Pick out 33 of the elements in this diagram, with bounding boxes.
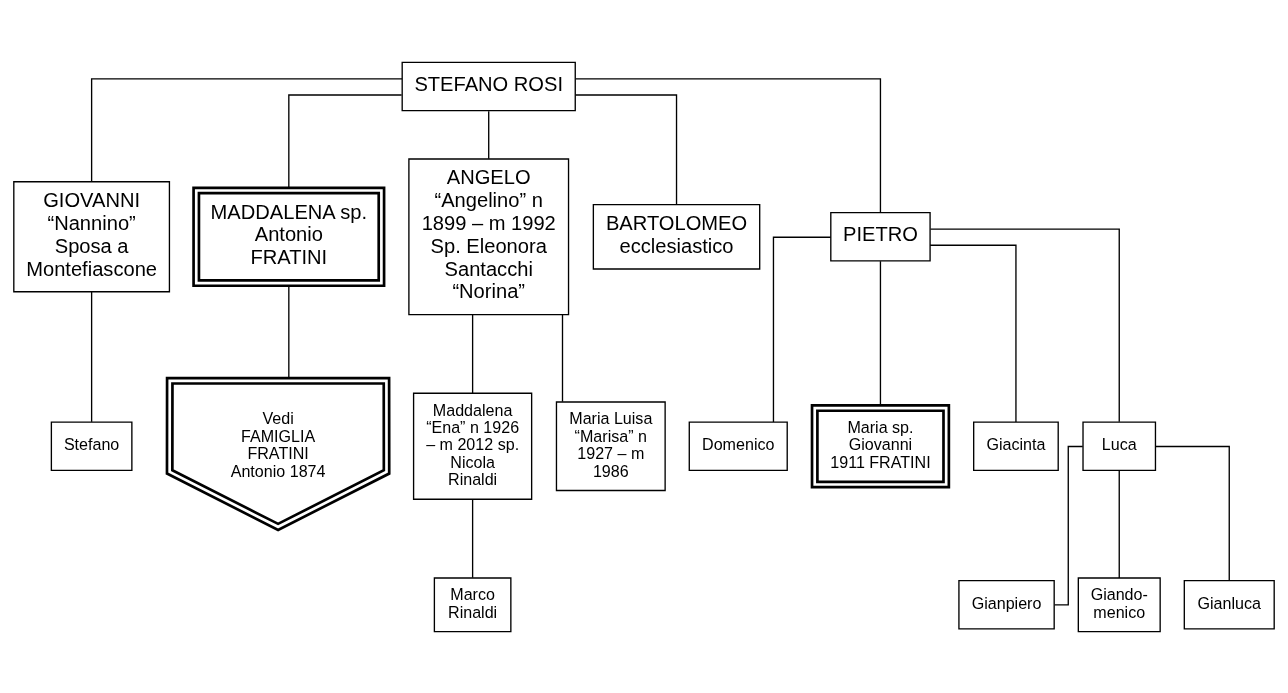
node-box: Maria Luisa “Marisa” n 1927 – m 1986 xyxy=(555,400,666,491)
node-box: Stefano xyxy=(50,420,133,471)
connector xyxy=(471,313,474,394)
node-box: Maria sp. Giovanni 1911 FRATINI xyxy=(810,403,951,489)
connector xyxy=(772,236,832,423)
node-box: Marco Rinaldi xyxy=(433,576,512,632)
connector xyxy=(1118,469,1120,579)
node-box: Maddalena “Ena” n 1926 – m 2012 sp. Nicola Rinaldi xyxy=(412,392,533,500)
connector xyxy=(574,93,678,205)
connector xyxy=(471,498,474,578)
connector xyxy=(90,77,403,182)
node-box: Luca xyxy=(1082,420,1157,471)
connector xyxy=(90,290,93,423)
connector xyxy=(879,260,882,406)
node-box: Domenico xyxy=(688,420,788,471)
node-box: STEFANO ROSI xyxy=(401,61,576,111)
connector xyxy=(288,284,290,379)
connector xyxy=(1155,445,1230,581)
connector xyxy=(929,244,1017,423)
node-box: ANGELO “Angelino” n 1899 – m 1992 Sp. Eleonora Santacchi “Norina” xyxy=(408,157,570,315)
node-box: BARTOLOMEO ecclesiastico xyxy=(592,203,761,270)
node-box: GIOVANNI “Nannino” Sposa a Montefiascone xyxy=(13,180,171,292)
connector xyxy=(929,228,1120,422)
connector xyxy=(575,77,882,213)
connector xyxy=(288,93,403,188)
node-box: Giacinta xyxy=(973,420,1059,471)
connector xyxy=(488,110,490,159)
node-box: Gianluca xyxy=(1183,579,1275,630)
node-box: PIETRO xyxy=(830,211,931,262)
connector xyxy=(561,313,564,402)
node-box: Gianpiero xyxy=(958,579,1055,630)
node-box: MADDALENA sp. Antonio FRATINI xyxy=(192,185,386,287)
node-box: Giando- menico xyxy=(1077,576,1161,632)
